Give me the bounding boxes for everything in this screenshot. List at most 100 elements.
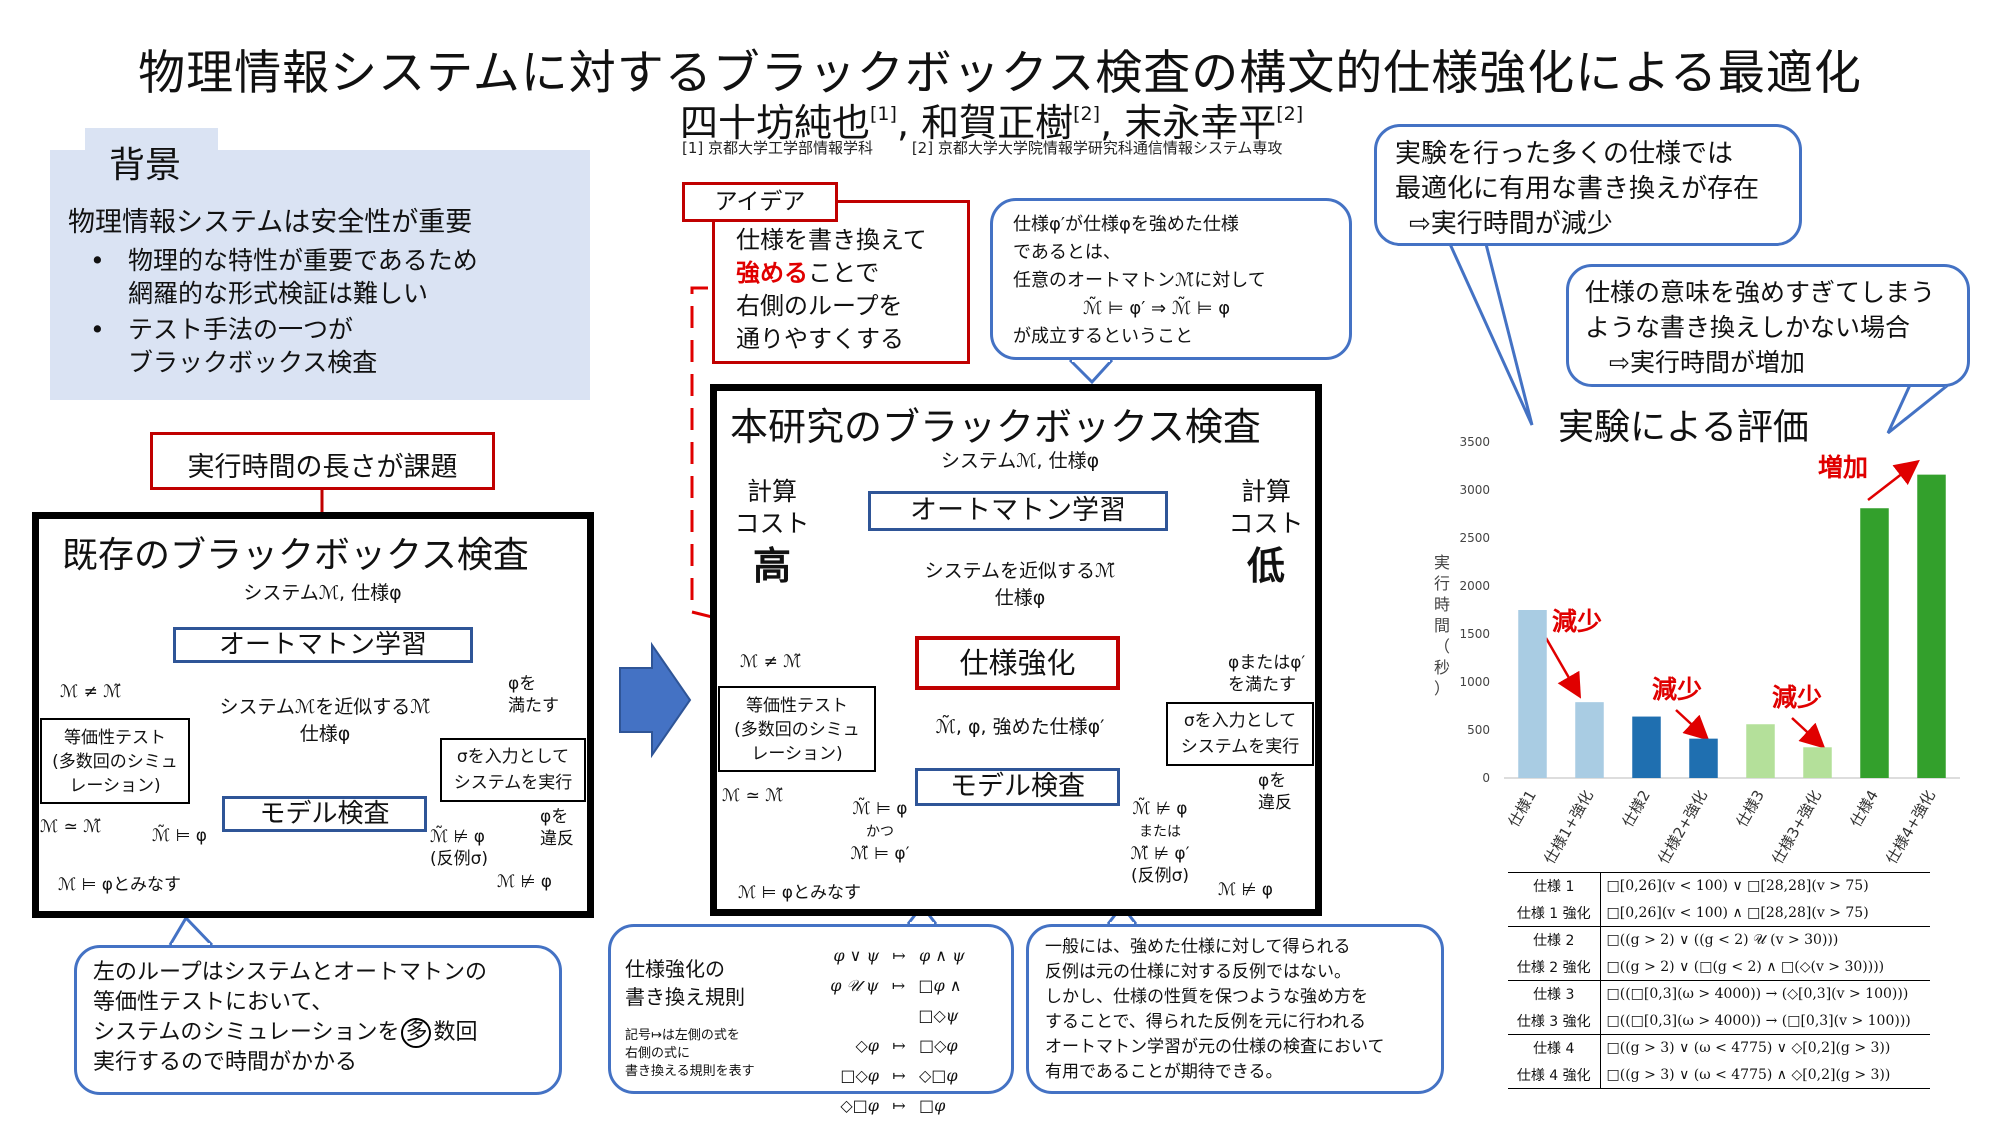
existing-input: システムℳ, 仕様φ [243,582,402,604]
spec-table-row: 仕様 4 強化□((g > 3) ∨ (ω < 4775) ∧ ◇[0,2](g… [1508,1061,1930,1089]
spec-label: 仕様 3 [1508,980,1601,1008]
affiliation-2: [2] 京都大学大学院情報学研究科通信情報システム専攻 [911,139,1283,157]
rule-item: ◇□φ↦□φ [840,1096,946,1115]
proposed-method-title: 本研究のブラックボックス検査 [730,405,1261,449]
annotation-decrease-3: 減少 [1772,683,1823,712]
proposed-model-check: モデル検査 [915,768,1120,806]
annotation-decrease-1: 減少 [1552,607,1603,636]
spec-table-row: 仕様 2□((g > 2) ∨ ((g < 2) 𝒰 (v > 30))) [1508,926,1930,954]
proposed-neq-label: ℳ ≠ ℳ̃ [740,652,802,672]
existing-approx-label: システムℳを近似するℳ̃仕様φ [219,696,431,745]
proposed-strengthen-output: ℳ̃, φ, 強めた仕様φ′ [935,716,1105,738]
y-tick-label: 3000 [1459,483,1490,497]
spec-formula: □((g > 3) ∨ (ω < 4775) ∧ ◇[0,2](g > 3)) [1600,1061,1930,1089]
proposed-approx-label: システムを近似するℳ̃仕様φ [924,560,1116,609]
bar [1575,702,1604,778]
idea-label: アイデア [682,182,838,222]
y-tick-label: 1500 [1459,627,1490,641]
author-2: 和賀正樹 [921,101,1074,145]
existing-conclude-label: ℳ ⊨ φとみなす [58,875,182,895]
existing-models-label: ℳ̃ ⊨ φ [152,826,208,846]
rule-item: φ 𝒰 ψ↦□φ ∧ □◇ψ [830,976,962,1025]
y-tick-label: 2000 [1459,579,1490,593]
rule-item: □◇φ↦◇□φ [840,1066,958,1085]
spec-formula: □((g > 2) ∨ ((g < 2) 𝒰 (v > 30))) [1600,926,1930,954]
existing-equivalence-test: 等価性テスト(多数回のシミュレーション) [40,718,190,804]
affiliations: [1] 京都大学工学部情報学科 [2] 京都大学大学院情報学研究科通信情報システ… [682,137,1316,158]
rules-note: 記号↦は左側の式を右側の式に書き換える規則を表す [625,1028,755,1079]
affiliation-1: [1] 京都大学工学部情報学科 [682,139,874,157]
proposed-spec-strengthening: 仕様強化 [915,636,1120,690]
general-note-callout: 一般には、強めた仕様に対して得られる 反例は元の仕様に対する反例ではない。 しか… [1026,924,1444,1094]
spec-table-row: 仕様 1 強化□[0,26](v < 100) ∧ □[28,28](v > 7… [1508,899,1930,927]
x-tick-label: 仕様1 [1505,787,1540,830]
spec-label: 仕様 2 強化 [1508,953,1601,981]
y-tick-label: 3500 [1459,435,1490,449]
idea-text: 仕様を書き換えて 強めることで 右側のループを 通りやすくする [736,226,927,353]
spec-table-row: 仕様 4□((g > 3) ∨ (ω < 4775) ∨ ◇[0,2](g > … [1508,1034,1930,1062]
proposed-equivalence-test: 等価性テスト(多数回のシミュレーション) [718,686,876,772]
existing-run-system: σを入力としてシステムを実行 [440,738,586,802]
proposed-input: システムℳ, 仕様φ [940,450,1100,472]
y-tick-label: 0 [1482,771,1490,785]
y-tick-label: 2500 [1459,531,1490,545]
spec-formula: □((□[0,3](ω > 4000)) → (◇[0,3](v > 100))… [1600,980,1930,1008]
existing-sim-label: ℳ ≃ ℳ̃ [40,817,102,837]
existing-violate-label: φを違反 [540,807,574,849]
proposed-satisfy-label: φまたはφ′を満たす [1228,653,1306,695]
background-lead: 物理情報システムは安全性が重要 [68,207,473,238]
rule-item: ◇φ↦□◇φ [855,1036,958,1055]
proposed-sim-label: ℳ ≃ ℳ̃ [722,786,784,806]
author-3: 末永幸平 [1124,101,1277,145]
spec-label: 仕様 4 [1508,1034,1601,1062]
y-tick-label: 1000 [1459,675,1490,689]
definition-callout: 仕様φ′が仕様φを強めた仕様 であるとは、 任意のオートマトンℳ̃に対して ℳ̃… [990,198,1352,360]
poster-title: 物理情報システムに対するブラックボックス検査の構文的仕様強化による最適化 [138,46,1862,101]
spec-table-row: 仕様 3□((□[0,3](ω > 4000)) → (◇[0,3](v > 1… [1508,980,1930,1008]
idea-box [712,200,970,364]
y-axis-label-char: （ [1434,637,1450,656]
rewrite-rules-callout: 仕様強化の書き換え規則 記号↦は左側の式を右側の式に書き換える規則を表す φ ∨… [608,924,1014,1115]
y-axis-label-char: ） [1434,679,1450,698]
result-note-decrease: 実験を行った多くの仕様では 最適化に有用な書き換えが存在 ⇨実行時間が減少 [1374,124,1802,246]
spec-table-row: 仕様 3 強化□((□[0,3](ω > 4000)) → (□[0,3](v … [1508,1007,1930,1035]
rule-item: φ ∨ ψ↦φ ∧ ψ [833,946,965,965]
spec-formula: □((g > 2) ∨ (□(g < 2) ∧ □(◇(v > 30)))) [1606,958,1885,975]
proposed-cost-low: 計算コスト低 [1228,477,1304,588]
rules-title: 仕様強化の書き換え規則 [625,957,745,1009]
circled-many-icon: 多 [401,1018,432,1048]
existing-method-title: 既存のブラックボックス検査 [62,535,529,576]
spec-table: 仕様 1□[0,26](v < 100) ∨ □[28,28](v > 75)仕… [1508,872,1930,1089]
y-axis-label-char: 時 [1434,595,1450,614]
y-axis-label-char: 実 [1434,553,1450,572]
annotation-increase: 増加 [1818,453,1869,482]
existing-counterexample-label: ℳ̃ ⊭ φ(反例σ) [430,827,489,869]
x-tick-label: 仕様4 [1847,787,1882,830]
x-tick-label: 仕様2 [1619,787,1654,830]
bar [1803,747,1832,778]
spec-label: 仕様 2 [1508,926,1601,954]
proposed-cost-high: 計算コスト高 [734,477,810,588]
spec-table-row: 仕様 1□[0,26](v < 100) ∨ □[28,28](v > 75) [1508,872,1930,900]
existing-neq-label: ℳ ≠ ℳ̃ [60,682,122,702]
spec-label: 仕様 1 [1508,872,1601,900]
proposed-conclude-label: ℳ ⊨ φとみなす [738,883,862,903]
background-heading: 背景 [85,128,218,186]
spec-formula: □((g > 3) ∨ (ω < 4775) ∨ ◇[0,2](g > 3)) [1600,1034,1930,1062]
author-list: 四十坊純也[1], 和賀正樹[2], 末永幸平[2] [680,101,1304,145]
spec-label: 仕様 1 強化 [1508,899,1601,927]
spec-formula: □((□[0,3](ω > 4000)) → (□[0,3](v > 100))… [1606,1012,1911,1029]
x-tick-label: 仕様3 [1733,787,1768,830]
result-note-increase: 仕様の意味を強めすぎてしまう ような書き換えしかない場合 ⇨実行時間が増加 [1566,264,1970,387]
y-axis-label-char: 秒 [1434,658,1450,677]
existing-model-check: モデル検査 [222,796,427,832]
rules-list: φ ∨ ψ↦φ ∧ ψ φ 𝒰 ψ↦□φ ∧ □◇ψ ◇φ↦□◇φ □◇φ↦◇□… [801,941,1006,1121]
x-tick-label: 仕様3+強化 [1768,787,1825,867]
x-tick-label: 仕様1+強化 [1540,787,1597,867]
existing-satisfy-label: φを満たす [508,674,559,716]
x-tick-label: 仕様2+強化 [1654,787,1711,867]
proposed-automaton-learning: オートマトン学習 [868,491,1168,531]
